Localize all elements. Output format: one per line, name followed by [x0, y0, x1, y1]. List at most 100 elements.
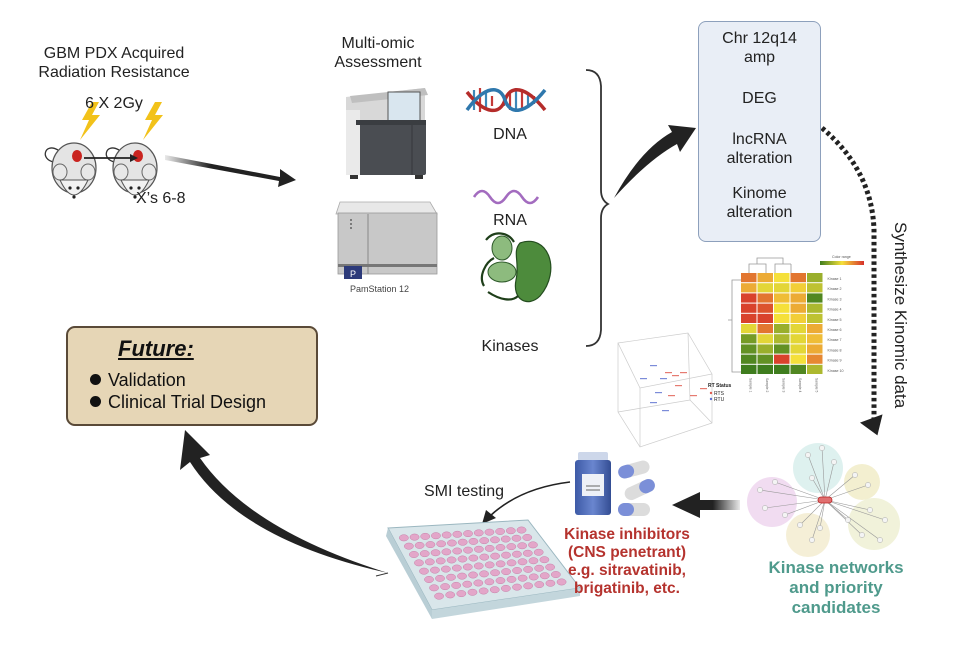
network-edge [824, 499, 886, 521]
plate-well [528, 573, 539, 581]
heatmap-cell [807, 334, 823, 344]
smi-testing-label: SMI testing [424, 483, 505, 500]
plate-well [512, 550, 522, 558]
sequencer-icon [346, 88, 428, 179]
heatmap-col-label: Sample 1 [748, 378, 752, 392]
plate-well [446, 556, 457, 564]
radiation-dose-label: 6 X 2Gy [85, 95, 143, 112]
plate-well [484, 561, 495, 569]
pca-legend-title: RT Status [708, 383, 732, 389]
finding-line: alteration [726, 204, 793, 221]
heatmap-row-label: Kinase 6 [828, 328, 842, 332]
heatmap-row-label: Kinase 9 [828, 359, 842, 363]
plate-well [545, 579, 556, 587]
well-plate-icon [386, 519, 581, 619]
plate-well [409, 533, 420, 541]
plate-well [446, 573, 456, 581]
plate-well [436, 540, 447, 548]
heatmap-cell [741, 334, 757, 344]
heatmap-cell [757, 334, 773, 344]
plate-well [495, 560, 506, 568]
heatmap-dendrogram [728, 257, 792, 373]
plate-well [425, 541, 436, 549]
plate-well [490, 569, 500, 577]
heatmap-cell [774, 364, 790, 374]
plate-well [484, 528, 495, 536]
plate-well [522, 534, 533, 541]
heatmap-cell [807, 273, 823, 283]
finding-line: Kinome [732, 185, 787, 202]
heatmap-cell [757, 283, 773, 293]
network-node [757, 487, 763, 493]
network-edge [774, 481, 826, 501]
plate-well [550, 571, 561, 578]
heatmap-cell [741, 324, 757, 334]
network-node [852, 472, 858, 478]
inhibitors-label-line: e.g. sitravatinib, [567, 562, 686, 579]
plate-well [473, 562, 484, 570]
network-node [882, 517, 888, 523]
plate-well [440, 583, 450, 591]
plate-well [522, 549, 533, 557]
flow-arrow-3 [672, 492, 740, 518]
color-range-legend [820, 261, 864, 265]
plate-well [452, 547, 463, 555]
plate-well [473, 529, 484, 537]
plate-well [429, 584, 439, 592]
network-edge [759, 489, 826, 501]
pca-point [660, 378, 667, 380]
heatmap-row-label: Kinase 1 [828, 277, 842, 281]
plate-well [533, 548, 544, 556]
pca-3d-plot [617, 332, 713, 448]
network-node [859, 532, 865, 538]
plate-well [457, 572, 467, 580]
heatmap-row-label: Kinase 4 [828, 308, 842, 312]
passage-count-label: X’s 6-8 [136, 190, 186, 207]
heatmap-cell [774, 303, 790, 313]
heatmap-cell [757, 324, 773, 334]
network-node [772, 479, 778, 485]
plate-well [420, 532, 431, 540]
plate-well [467, 588, 478, 596]
plate-well [523, 565, 533, 573]
network-node [762, 505, 768, 511]
heatmap-cell [790, 283, 806, 293]
network-edge [824, 484, 869, 501]
plate-well [484, 544, 495, 552]
heatmap-cell [774, 324, 790, 334]
heatmap-cell [741, 364, 757, 374]
color-range-title: Color range [832, 255, 851, 259]
plate-well [501, 551, 511, 559]
lightning-icon [80, 102, 100, 140]
future-item: Clinical Trial Design [90, 392, 266, 413]
plate-well [468, 571, 478, 579]
network-edge [824, 499, 871, 511]
plate-well [414, 541, 425, 549]
heatmap-cell [807, 293, 823, 303]
pca-point [675, 385, 682, 387]
heatmap-row-label: Kinase 8 [828, 348, 842, 352]
network-node [831, 459, 837, 465]
heatmap-cell [807, 354, 823, 364]
plate-well [511, 534, 522, 542]
flow-arrow-2 [614, 125, 696, 198]
plate-well [463, 546, 473, 554]
tumor-icon [72, 150, 82, 162]
heatmap-cell [774, 344, 790, 354]
capsule-icon [618, 460, 655, 516]
heatmap-cell [774, 273, 790, 283]
plate-well [435, 557, 446, 565]
pca-point [662, 410, 669, 412]
plate-well [490, 552, 500, 560]
plate-well [441, 565, 451, 573]
plate-well [516, 526, 527, 534]
heatmap-cell [790, 364, 806, 374]
plate-well [506, 543, 517, 551]
network-node [782, 512, 788, 518]
plate-well [484, 578, 495, 586]
network-node [877, 537, 883, 543]
heatmap-cell [790, 324, 806, 334]
stage2-title-line1: Multi-omic [341, 35, 415, 52]
pamstation-badge [344, 266, 362, 279]
